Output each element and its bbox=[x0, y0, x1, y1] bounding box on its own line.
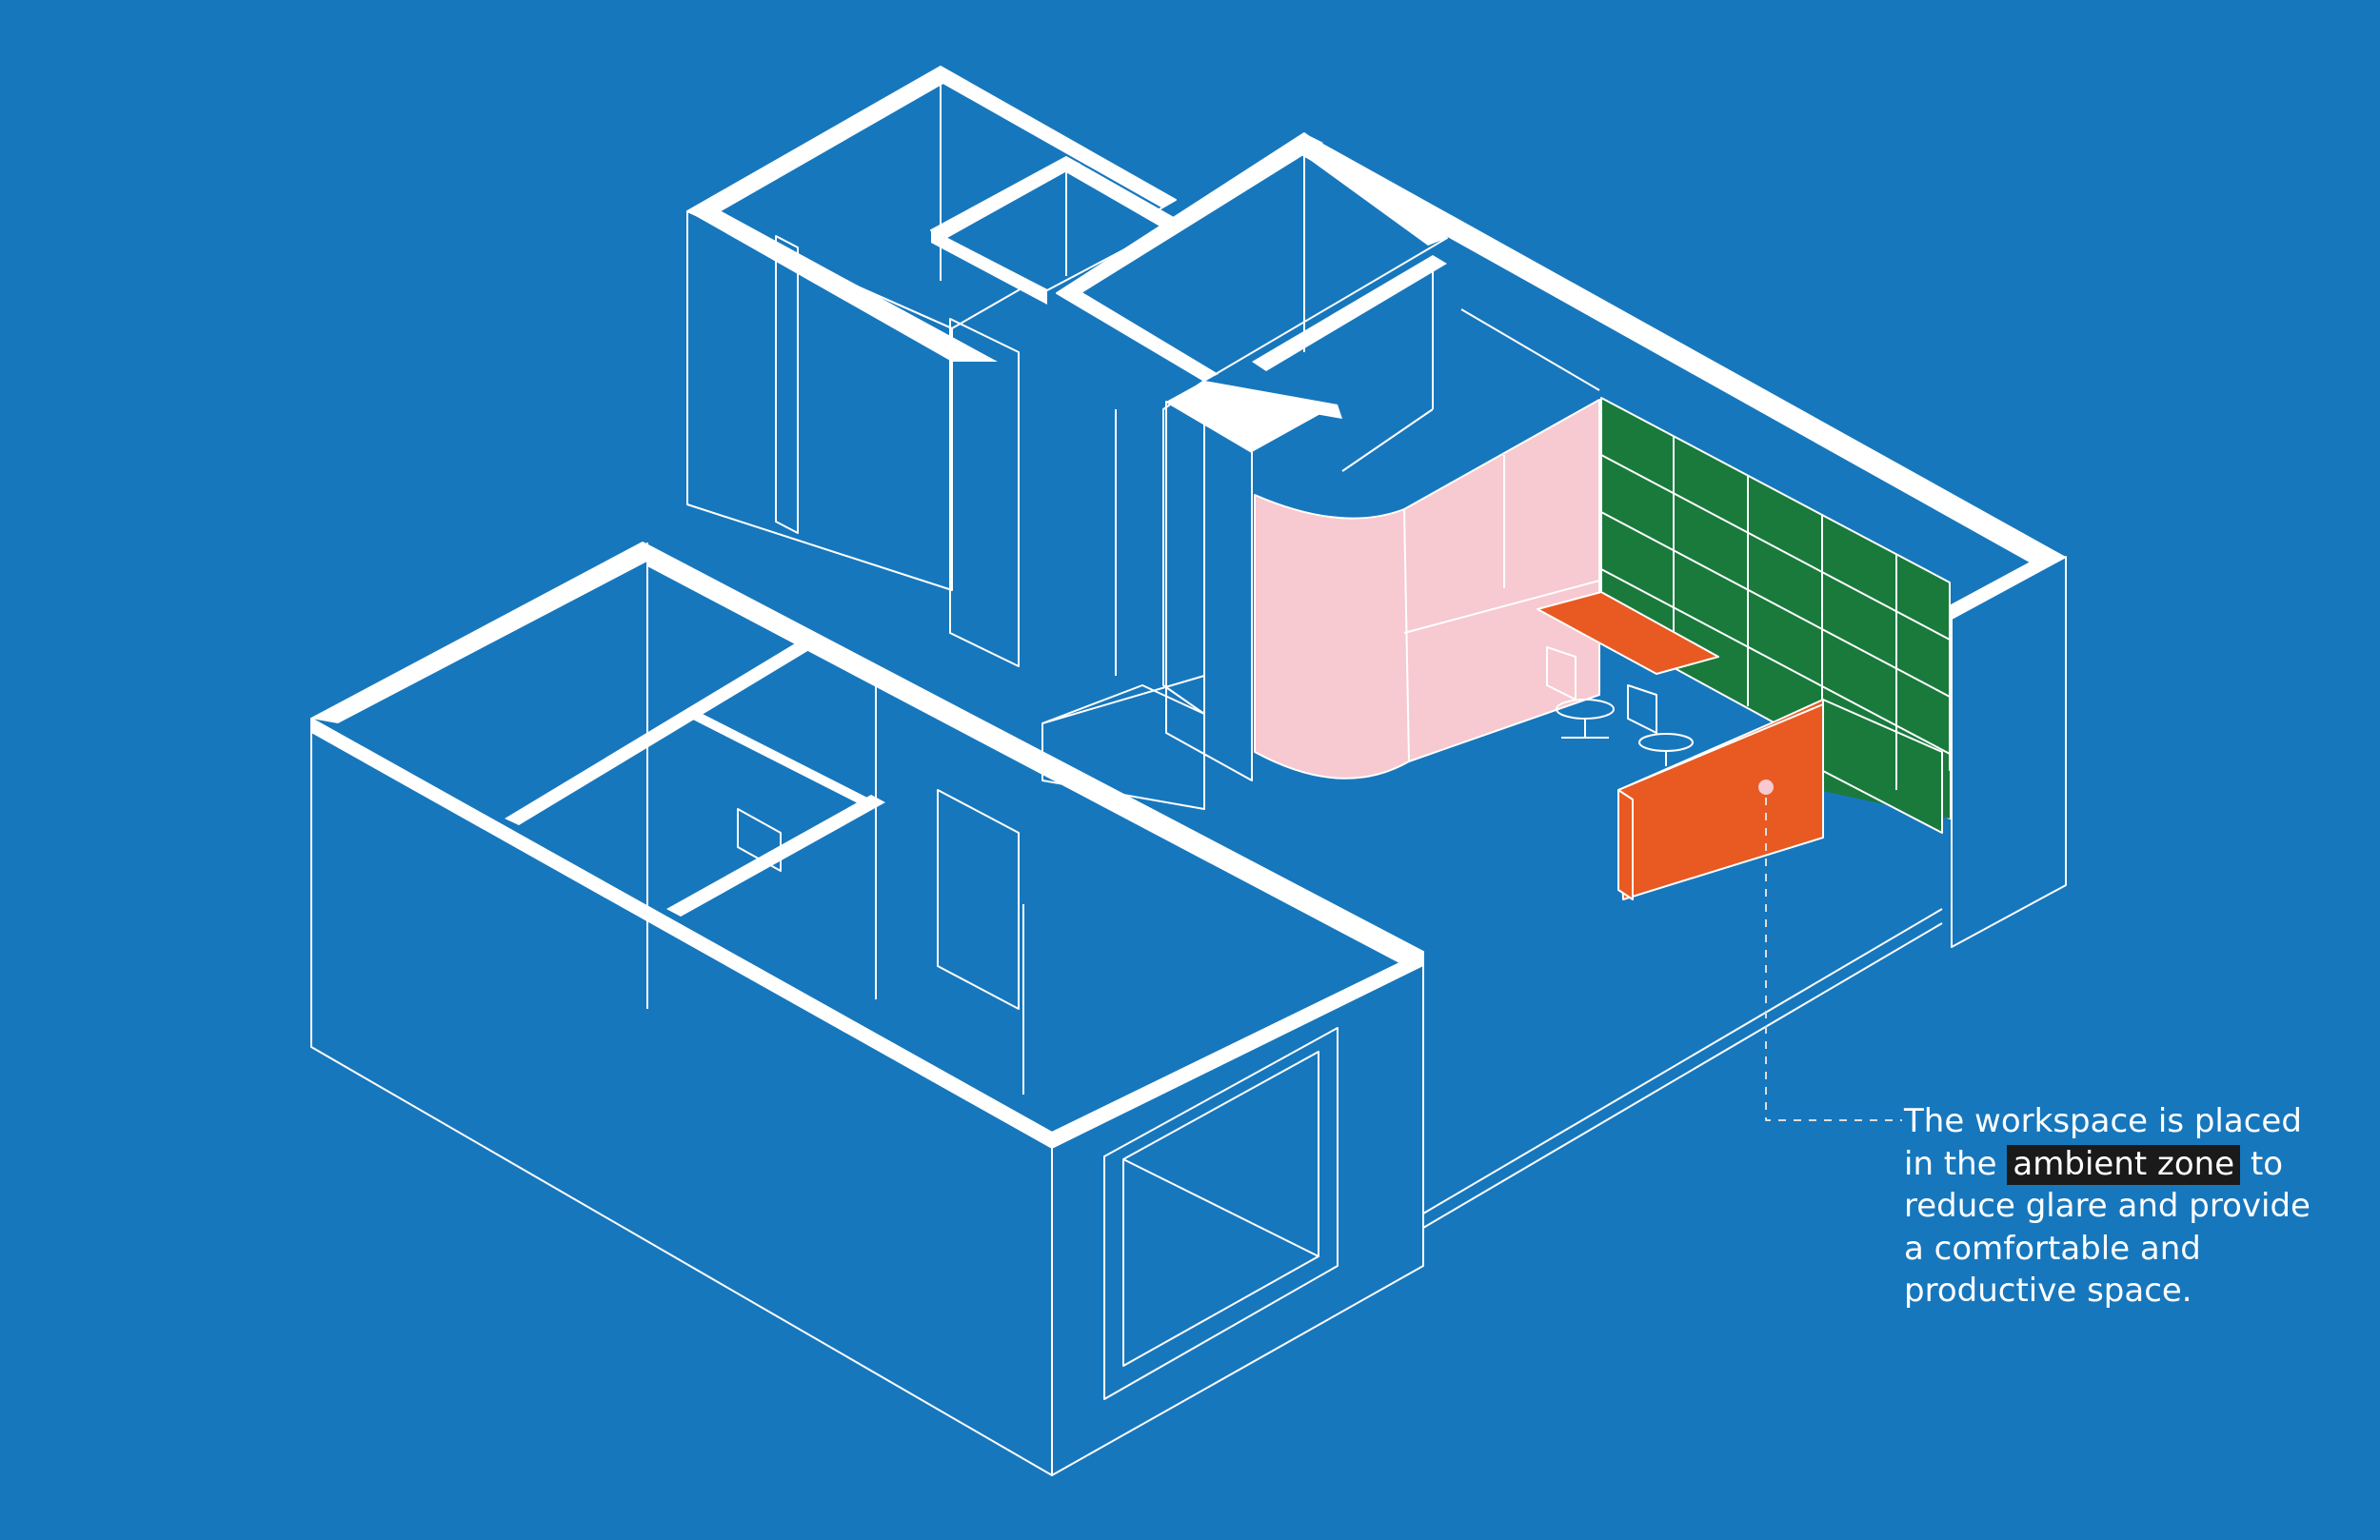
outer-wall-back bbox=[1299, 133, 2066, 571]
caption-line-4: a comfortable and bbox=[1904, 1229, 2201, 1268]
outer-wall-right-cap bbox=[1942, 550, 2066, 619]
central-wall-1 bbox=[1057, 133, 1323, 300]
back-left-wall-cap-3 bbox=[687, 205, 998, 362]
closet-block bbox=[930, 156, 1180, 667]
back-left-wall-cap-1 bbox=[687, 67, 957, 221]
callout-leader bbox=[1758, 780, 1902, 1121]
curved-partition bbox=[1254, 399, 1600, 780]
desk-top-back bbox=[1537, 591, 1719, 675]
ambient-zone-highlight: ambient zone bbox=[2007, 1144, 2241, 1185]
left-block-front-wall bbox=[311, 719, 1052, 1149]
back-left-block bbox=[686, 66, 1177, 591]
left-block-outer-wall bbox=[311, 543, 662, 723]
chair-1-icon bbox=[1546, 646, 1615, 739]
central-column bbox=[1162, 380, 1205, 715]
left-bedroom-block bbox=[310, 542, 1424, 1476]
bath-partition-1 bbox=[505, 638, 819, 825]
window-line bbox=[1122, 1158, 1319, 1257]
outer-wall-right bbox=[1951, 556, 2067, 948]
left-block-right-wall bbox=[1052, 952, 1423, 1149]
workspace-enclosure bbox=[1041, 133, 2067, 1229]
central-wall-3 bbox=[1057, 286, 1219, 381]
window-frame bbox=[1103, 1027, 1339, 1400]
pink-wall bbox=[1254, 399, 1600, 780]
inner-room-wall bbox=[1252, 255, 1447, 371]
closet-wall-3 bbox=[931, 230, 1047, 305]
chair-2-icon bbox=[1627, 684, 1694, 766]
caption-line-2-end: to bbox=[2240, 1144, 2284, 1183]
callout-dot bbox=[1758, 780, 1774, 795]
desk bbox=[1537, 591, 1824, 900]
closet-wall-1 bbox=[931, 157, 1081, 238]
floor-step bbox=[1041, 684, 1205, 810]
bookshelf bbox=[1600, 397, 1951, 834]
back-left-door bbox=[775, 235, 799, 534]
desk-leg bbox=[1617, 789, 1634, 900]
callout-line bbox=[1765, 798, 1902, 1121]
closet-wall-2 bbox=[1064, 157, 1179, 228]
caption-line-1: The workspace is placed bbox=[1904, 1102, 2302, 1140]
caption-line-5: productive space. bbox=[1904, 1272, 2192, 1310]
left-block-back-wall bbox=[643, 543, 1423, 963]
column-block-face bbox=[1165, 401, 1253, 781]
bath-partition-3 bbox=[685, 710, 871, 805]
desk-front bbox=[1617, 703, 1824, 900]
column-block bbox=[1166, 381, 1338, 452]
back-left-wall-cap-2 bbox=[938, 67, 1176, 207]
door-1 bbox=[937, 789, 1020, 1010]
annotation-text: The workspace is placed in the ambient z… bbox=[1904, 1100, 2351, 1313]
bath-partition-2 bbox=[666, 795, 885, 917]
door-2 bbox=[737, 808, 782, 872]
caption-line-3: reduce glare and provide bbox=[1904, 1187, 2311, 1225]
caption-line-2-start: in the bbox=[1904, 1144, 2008, 1183]
caption-line-2: in the ambient zone to bbox=[1904, 1143, 2351, 1186]
closet-door bbox=[949, 318, 1020, 667]
